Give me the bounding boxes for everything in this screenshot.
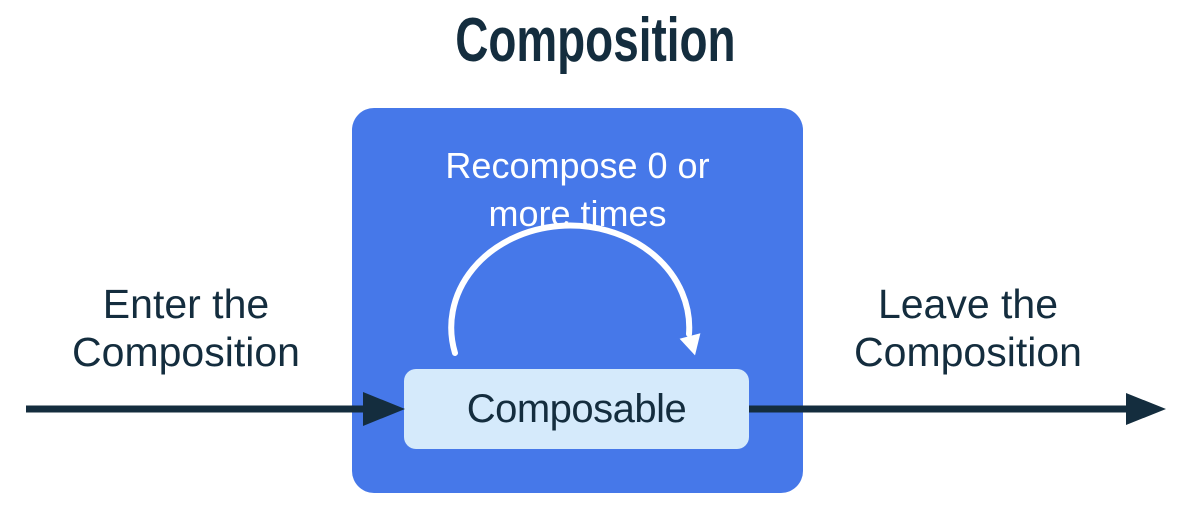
composable-box: Composable [404,369,749,449]
composable-label: Composable [466,386,687,431]
leave-arrowhead-icon [1126,393,1166,425]
diagram-title: Composition [455,6,736,75]
recompose-label: Recompose 0 or more times [445,145,710,234]
enter-composition-label: Enter the Composition [72,281,300,375]
leave-composition-label: Leave the Composition [854,281,1082,375]
